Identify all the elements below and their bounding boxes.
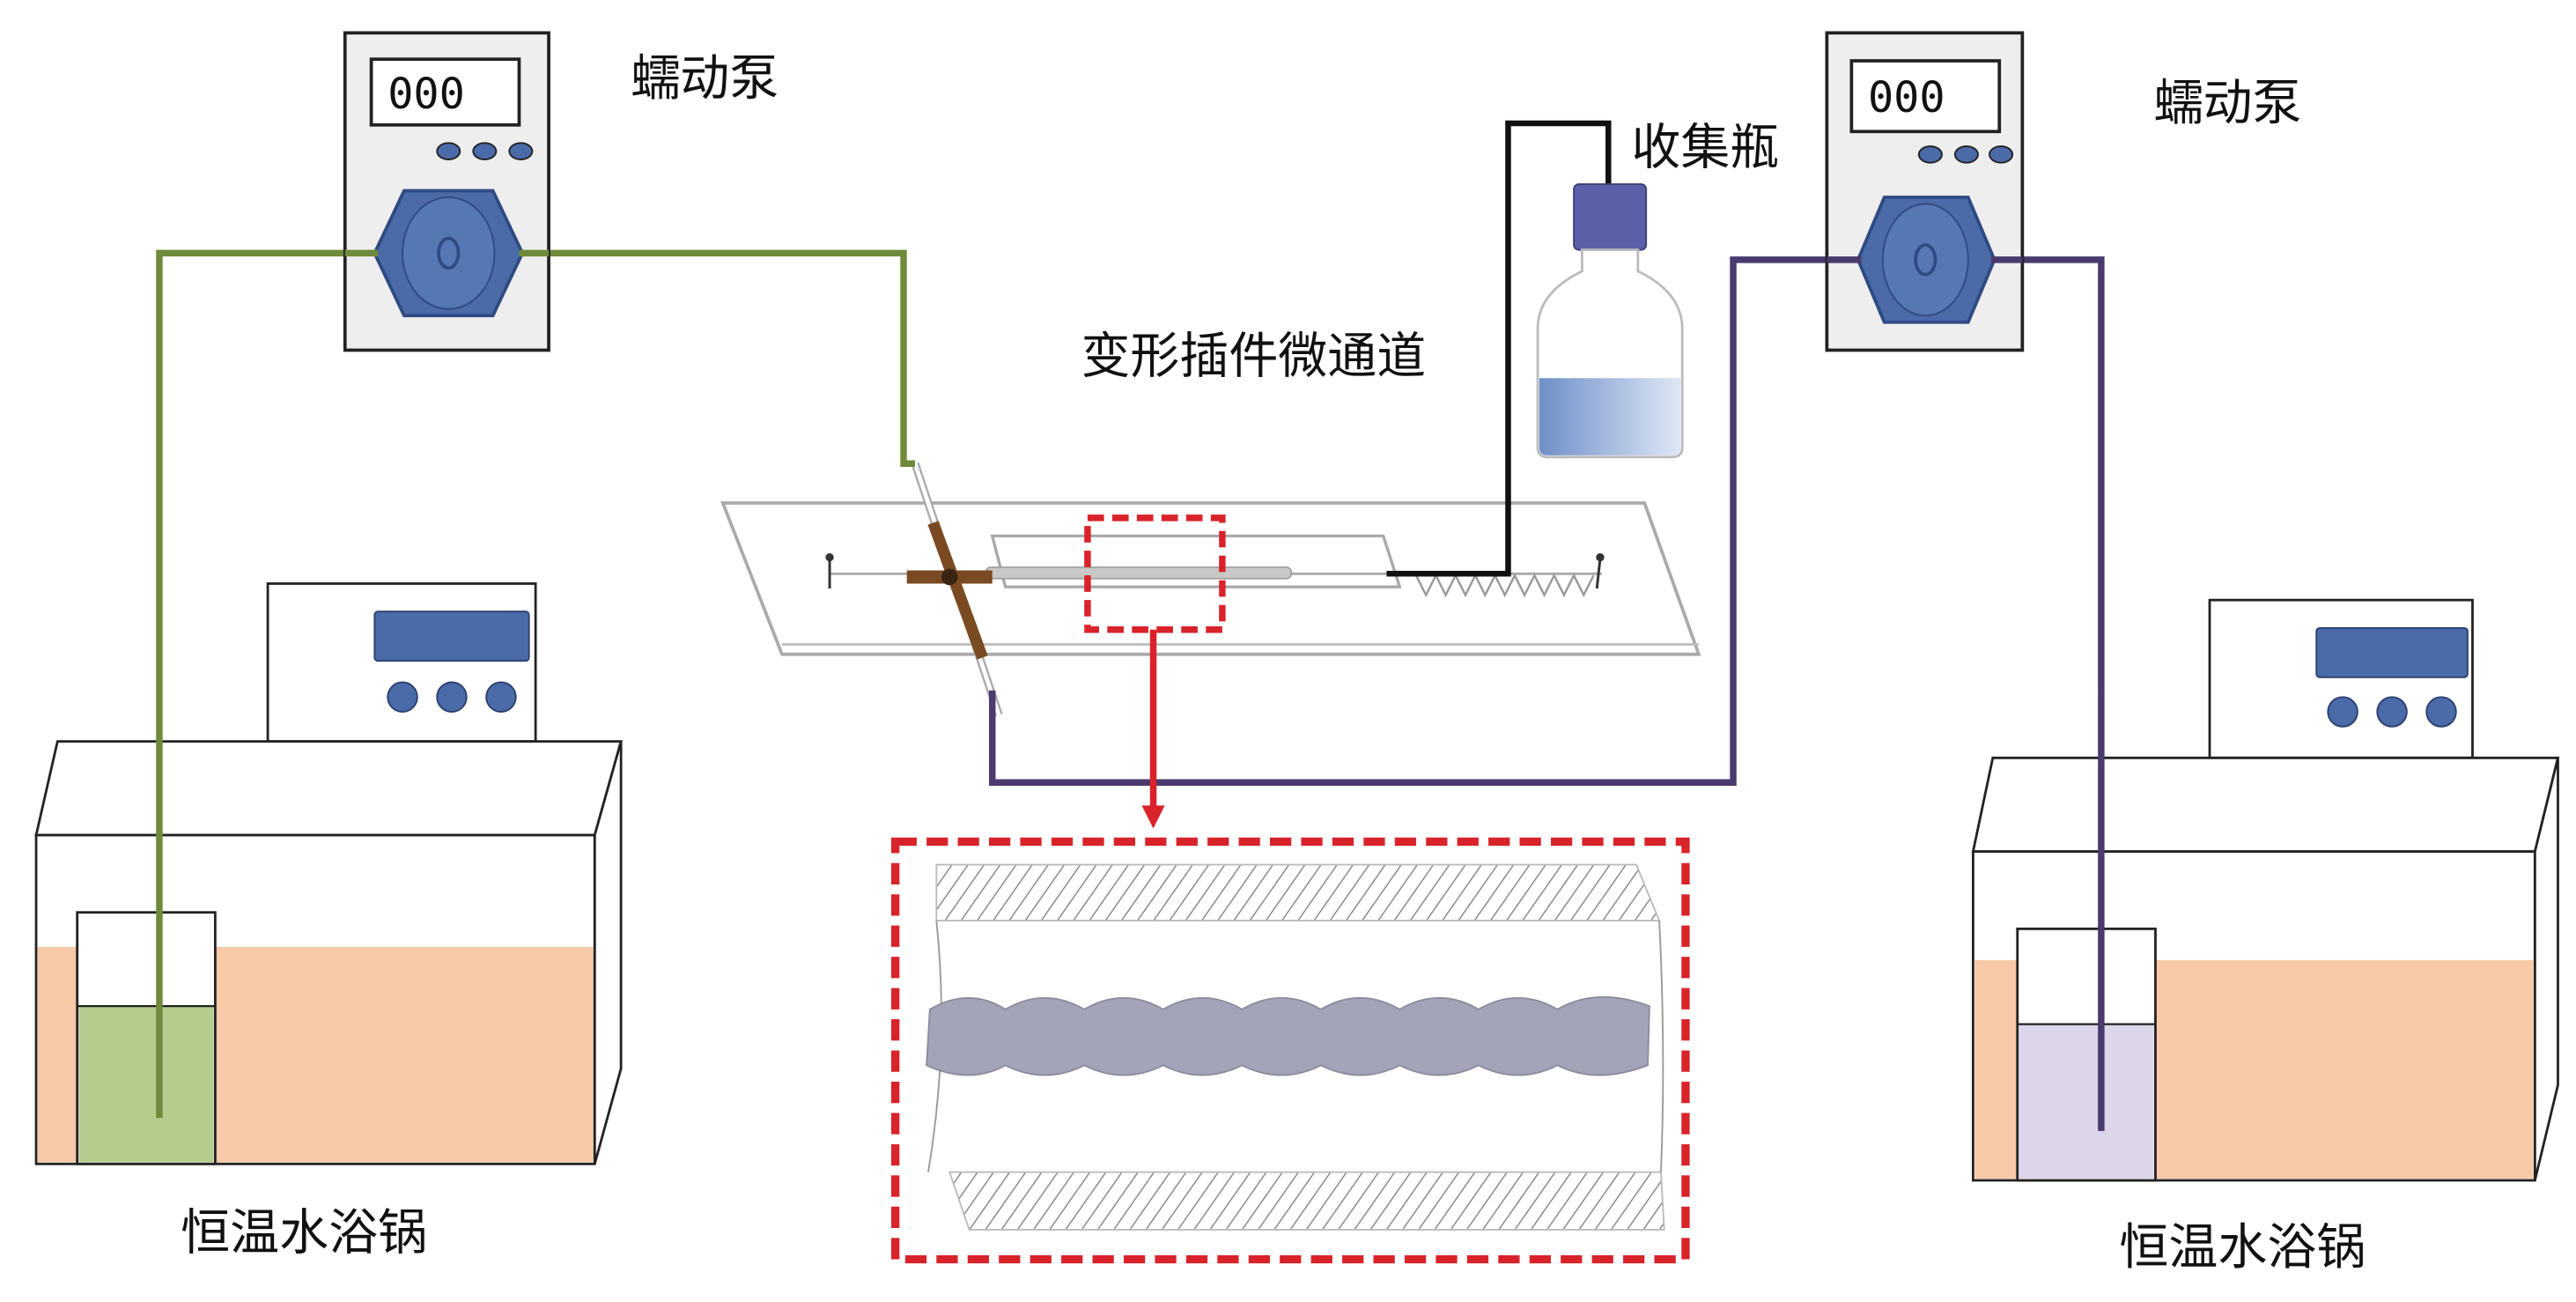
bottle-cap — [1573, 183, 1648, 251]
label-collection-bottle: 收集瓶 — [1631, 120, 1779, 177]
cross-connector — [927, 521, 988, 660]
water-bath-left — [34, 582, 623, 1165]
purple-tubing — [988, 256, 2105, 1131]
bath-knob-icon — [436, 681, 468, 713]
green-tubing — [156, 249, 916, 1118]
bath-display-right — [2315, 626, 2469, 678]
outlet-tubing — [1386, 120, 1612, 577]
pump-button-icon — [1917, 145, 1943, 164]
channel-wall-bottom — [948, 1171, 1665, 1231]
label-pump-right: 蠕动泵 — [2154, 75, 2302, 132]
pump-display — [1849, 59, 2002, 134]
pump-button-icon — [1989, 145, 2014, 164]
label-bath-left: 恒温水浴锅 — [181, 1204, 427, 1261]
channel-wall-top — [935, 863, 1661, 921]
pump-display-value: 000 — [1868, 73, 1945, 122]
bath-control-box-right — [2208, 598, 2474, 759]
bath-lid-right — [1971, 756, 2560, 854]
microchannel-chip — [720, 462, 1701, 717]
pump-button-icon — [1953, 145, 1979, 164]
bath-control-box-left — [266, 582, 537, 743]
peristaltic-pump-right: 000 — [1825, 31, 2025, 352]
bath-side-left — [593, 741, 623, 1165]
beaker-liquid-green — [78, 1006, 214, 1163]
bath-knob-icon — [2425, 696, 2457, 728]
bottle-liquid — [1539, 378, 1681, 455]
bath-knob-icon — [2327, 696, 2358, 728]
insert-rod — [985, 566, 1292, 580]
bath-display-left — [373, 610, 530, 662]
beaker-liquid-purple — [2019, 1024, 2154, 1180]
channel-detail-view — [890, 837, 1690, 1264]
collection-bottle — [1536, 183, 1684, 459]
water-bath-right — [1971, 598, 2560, 1182]
pump-display — [369, 57, 521, 127]
bath-knob-icon — [2376, 696, 2408, 728]
pump-button-icon — [472, 142, 498, 160]
pump-display-value: 000 — [388, 70, 465, 119]
bath-knob-icon — [387, 681, 418, 713]
label-bath-right: 恒温水浴锅 — [2119, 1219, 2366, 1276]
label-pump-left: 蠕动泵 — [631, 50, 779, 107]
pump-button-icon — [436, 142, 461, 160]
bath-lid-left — [34, 740, 623, 837]
pin-right — [1595, 559, 1602, 589]
peristaltic-pump-left: 000 — [343, 31, 550, 352]
bath-knob-icon — [485, 681, 517, 713]
spring-icon — [1414, 573, 1595, 598]
pump-button-icon — [508, 142, 534, 160]
bath-side-right — [2533, 757, 2559, 1181]
fluid-stream — [926, 995, 1650, 1076]
label-microchannel: 变形插件微通道 — [1081, 329, 1426, 386]
